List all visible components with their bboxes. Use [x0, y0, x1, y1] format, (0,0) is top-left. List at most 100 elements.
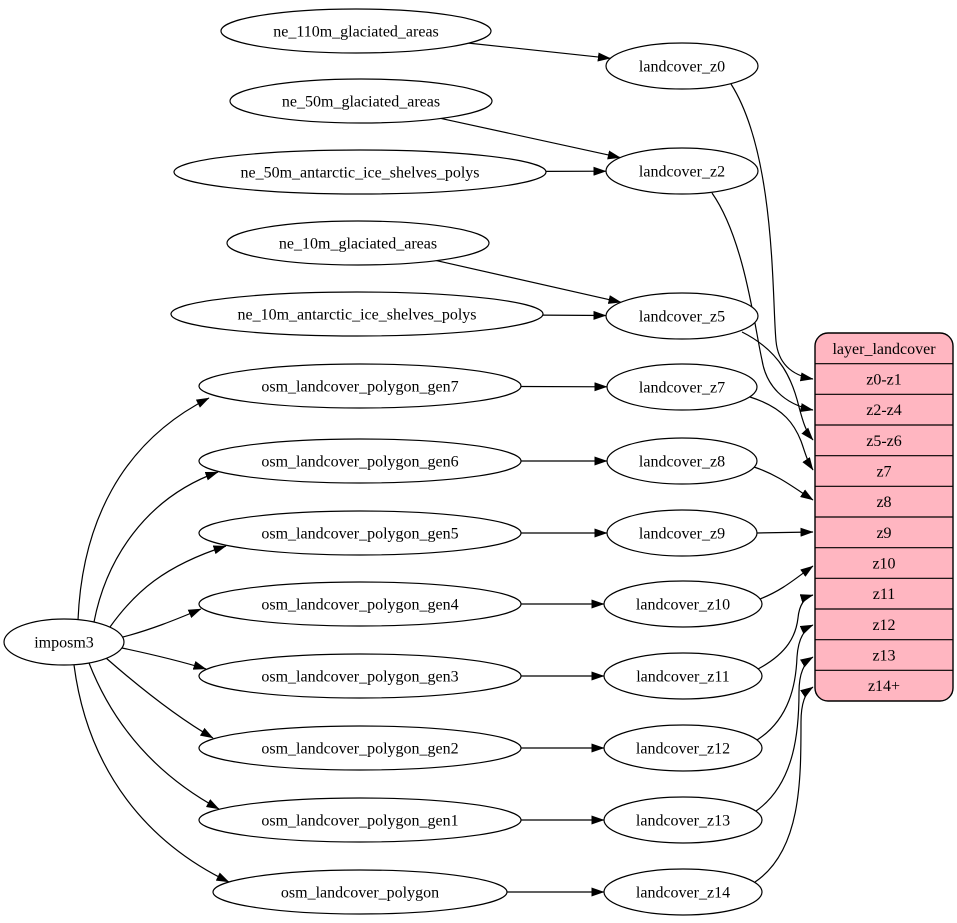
node-ne_110m_glaciated_areas-shape	[220, 8, 492, 54]
node-landcover_z7-label: landcover_z7	[639, 380, 725, 397]
edge-landcover_z13-to-layer_landcover:z13	[755, 656, 814, 812]
node-landcover_z5-label: landcover_z5	[639, 309, 725, 326]
node-osm_landcover_polygon_gen1-shape	[198, 797, 522, 843]
node-osm_landcover_polygon_gen4-shape	[198, 581, 522, 627]
node-landcover_z14-label: landcover_z14	[636, 885, 730, 902]
node-landcover_z10-label: landcover_z10	[636, 597, 730, 614]
node-ne_10m_glaciated_areas: ne_10m_glaciated_areas	[226, 220, 490, 266]
edge-landcover_z5-to-layer_landcover:z5-z6	[741, 331, 814, 441]
node-layer_landcover: layer_landcover z0-z1 z2-z4 z5-z6 z7 z8 z9 z10 z…	[814, 332, 954, 702]
node-landcover_z11-label: landcover_z11	[636, 669, 730, 686]
edge-landcover_z7-to-layer_landcover:z7	[749, 396, 814, 471]
node-landcover_z12-shape	[603, 724, 763, 772]
edge-landcover_z12-to-layer_landcover:z12	[756, 624, 814, 741]
node-landcover_z7-shape	[606, 363, 758, 411]
table-title: layer_landcover	[832, 341, 936, 358]
node-ne_10m_antarctic_ice_shelves_polys-label: ne_10m_antarctic_ice_shelves_polys	[237, 307, 476, 324]
node-landcover_z2-shape	[605, 147, 759, 195]
node-osm_landcover_polygon_gen4-label: osm_landcover_polygon_gen4	[261, 597, 458, 614]
node-landcover_z12-label: landcover_z12	[636, 741, 730, 758]
node-osm_landcover_polygon_gen5: osm_landcover_polygon_gen5	[198, 510, 522, 556]
node-ne_50m_antarctic_ice_shelves_polys-shape	[173, 149, 547, 195]
edge-landcover_z0-to-layer_landcover:z0-z1	[730, 83, 814, 382]
node-osm_landcover_polygon_gen7: osm_landcover_polygon_gen7	[198, 363, 522, 409]
node-ne_50m_glaciated_areas-shape	[229, 78, 493, 124]
node-landcover_z14-shape	[603, 868, 763, 916]
edge-imposm3-to-osm_landcover_polygon_gen2	[105, 657, 214, 739]
node-osm_landcover_polygon_gen2: osm_landcover_polygon_gen2	[198, 725, 522, 771]
table-row-z7: z7	[876, 464, 891, 481]
node-osm_landcover_polygon_gen2-label: osm_landcover_polygon_gen2	[261, 741, 458, 758]
node-landcover_z8-shape	[606, 437, 758, 485]
node-osm_landcover_polygon-shape	[212, 869, 508, 915]
node-landcover_z7: landcover_z7	[606, 363, 758, 411]
table-row-z0-z1: z0-z1	[866, 372, 902, 389]
node-osm_landcover_polygon_gen6-label: osm_landcover_polygon_gen6	[261, 454, 458, 471]
node-ne_110m_glaciated_areas-label: ne_110m_glaciated_areas	[273, 24, 439, 41]
nodes: imposm3 ne_110m_glaciated_areas ne_50m_gla…	[3, 8, 763, 916]
edge-ne_110m_glaciated_areas-to-landcover_z0	[468, 42, 611, 62]
node-ne_50m_antarctic_ice_shelves_polys-label: ne_50m_antarctic_ice_shelves_polys	[240, 165, 479, 182]
node-landcover_z9-shape	[606, 509, 758, 557]
table-row-z13: z13	[872, 648, 895, 665]
node-landcover_z2-label: landcover_z2	[639, 164, 725, 181]
edge-imposm3-to-osm_landcover_polygon_gen6	[93, 471, 219, 623]
table-row-z5-z6: z5-z6	[866, 433, 902, 450]
table-row-z10: z10	[872, 556, 895, 573]
node-landcover_z11: landcover_z11	[603, 652, 763, 700]
node-osm_landcover_polygon_gen1-label: osm_landcover_polygon_gen1	[261, 813, 458, 830]
node-landcover_z13-label: landcover_z13	[636, 813, 730, 830]
node-ne_10m_antarctic_ice_shelves_polys-shape	[170, 291, 544, 337]
node-landcover_z0: landcover_z0	[605, 42, 759, 90]
edge-imposm3-to-osm_landcover_polygon_gen5	[109, 545, 227, 628]
table-row-z8: z8	[876, 494, 891, 511]
node-osm_landcover_polygon-label: osm_landcover_polygon	[281, 885, 439, 902]
node-landcover_z5: landcover_z5	[605, 292, 759, 340]
table-row-z11: z11	[873, 586, 896, 603]
node-ne_110m_glaciated_areas: ne_110m_glaciated_areas	[220, 8, 492, 54]
edge-ne_50m_glaciated_areas-to-landcover_z2	[440, 117, 621, 160]
node-landcover_z0-shape	[605, 42, 759, 90]
table-row-z2-z4: z2-z4	[866, 402, 902, 419]
node-landcover_z13-shape	[603, 796, 763, 844]
node-landcover_z13: landcover_z13	[603, 796, 763, 844]
node-ne_50m_antarctic_ice_shelves_polys: ne_50m_antarctic_ice_shelves_polys	[173, 149, 547, 195]
node-landcover_z9-label: landcover_z9	[639, 526, 725, 543]
node-landcover_z11-shape	[603, 652, 763, 700]
node-ne_50m_glaciated_areas: ne_50m_glaciated_areas	[229, 78, 493, 124]
edge-imposm3-to-osm_landcover_polygon_gen3	[121, 647, 207, 670]
edge-imposm3-to-osm_landcover_polygon	[73, 664, 230, 883]
node-osm_landcover_polygon_gen2-shape	[198, 725, 522, 771]
node-osm_landcover_polygon_gen7-shape	[198, 363, 522, 409]
node-osm_landcover_polygon_gen3-shape	[198, 653, 522, 699]
edge-imposm3-to-osm_landcover_polygon_gen1	[88, 662, 220, 810]
table-row-z12: z12	[872, 617, 895, 634]
table-row-z14+: z14+	[868, 678, 900, 695]
edge-ne_10m_glaciated_areas-to-landcover_z5	[436, 260, 622, 304]
node-imposm3-label: imposm3	[34, 635, 94, 652]
node-landcover_z5-shape	[605, 292, 759, 340]
node-landcover_z0-label: landcover_z0	[639, 59, 725, 76]
node-osm_landcover_polygon: osm_landcover_polygon	[212, 869, 508, 915]
node-landcover_z12: landcover_z12	[603, 724, 763, 772]
node-landcover_z10-shape	[603, 580, 763, 628]
edge-landcover_z10-to-layer_landcover:z10	[759, 565, 814, 600]
node-osm_landcover_polygon_gen5-shape	[198, 510, 522, 556]
node-osm_landcover_polygon_gen6: osm_landcover_polygon_gen6	[198, 438, 522, 484]
node-landcover_z2: landcover_z2	[605, 147, 759, 195]
edge-landcover_z8-to-layer_landcover:z8	[753, 466, 814, 501]
edge-landcover_z9-to-layer_landcover:z9	[756, 527, 814, 537]
node-ne_10m_antarctic_ice_shelves_polys: ne_10m_antarctic_ice_shelves_polys	[170, 291, 544, 337]
table-row-z9: z9	[876, 525, 891, 542]
node-imposm3-shape	[3, 618, 125, 666]
node-ne_10m_glaciated_areas-label: ne_10m_glaciated_areas	[279, 236, 437, 253]
node-osm_landcover_polygon_gen6-shape	[198, 438, 522, 484]
node-osm_landcover_polygon_gen3-label: osm_landcover_polygon_gen3	[261, 669, 458, 686]
edge-landcover_z2-to-layer_landcover:z2-z4	[711, 192, 814, 412]
node-ne_10m_glaciated_areas-shape	[226, 220, 490, 266]
node-osm_landcover_polygon_gen1: osm_landcover_polygon_gen1	[198, 797, 522, 843]
edges	[73, 42, 814, 897]
edge-imposm3-to-osm_landcover_polygon_gen4	[122, 608, 202, 638]
edge-landcover_z14-to-layer_landcover:z14+	[754, 686, 814, 883]
